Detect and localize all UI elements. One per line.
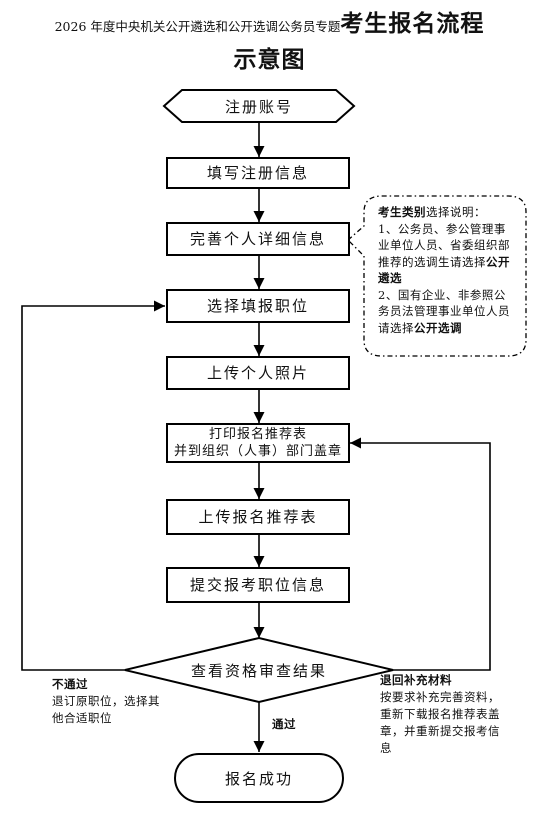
note-item1-bold: 公开遴选 <box>378 254 510 286</box>
step-choose-position: 选择填报职位 <box>166 289 350 323</box>
note-item2: 2、国有企业、非参照公务员法管理事业单位人员请选择 <box>378 287 510 335</box>
step-success: 报名成功 <box>224 769 293 788</box>
fail-text: 退订原职位，选择其他合适职位 <box>52 694 160 725</box>
arrow-fail-loop <box>21 300 165 671</box>
return-text: 按要求补充完善资料，重新下载报名推荐表盖章，并重新提交报考信息 <box>380 690 500 755</box>
step-upload-photo: 上传个人照片 <box>166 356 350 390</box>
page-title-line2: 示意图 <box>233 46 306 73</box>
arrow-return-loop <box>350 437 491 671</box>
success-terminal <box>174 753 344 803</box>
note-item1: 1、公务员、参公管理事业单位人员、省委组织部推荐的选调生请选择 <box>378 221 510 269</box>
note-callout <box>347 195 527 357</box>
fail-title: 不通过 <box>52 677 88 691</box>
note-head-bold: 考生类别 <box>378 205 426 219</box>
return-title: 退回补充材料 <box>380 673 452 687</box>
fail-branch-label: 不通过 退订原职位，选择其他合适职位 <box>52 676 170 727</box>
step-register: 注册账号 <box>224 97 293 116</box>
note-item2-bold: 公开选调 <box>414 320 462 335</box>
pass-label: 通过 <box>272 717 296 731</box>
step-print-form-line1: 打印报名推荐表 <box>208 427 307 442</box>
title-highlight: 考生报名流程 <box>340 10 485 37</box>
step-fill-info: 填写注册信息 <box>166 157 350 189</box>
category-note: 考生类别选择说明： 1、公务员、参公管理事业单位人员、省委组织部推荐的选调生请选… <box>378 204 516 336</box>
step-upload-form: 上传报名推荐表 <box>166 499 350 535</box>
note-head-rest: 选择说明： <box>426 205 486 219</box>
step-check-result: 查看资格审查结果 <box>190 661 327 680</box>
title-prefix: 2026 年度中央机关公开遴选和公开选调公务员专题 <box>54 19 341 34</box>
step-print-form: 打印报名推荐表 并到组织（人事）部门盖章 <box>166 423 350 463</box>
start-hexagon <box>162 89 356 123</box>
step-submit: 提交报考职位信息 <box>166 567 350 603</box>
step-print-form-line2: 并到组织（人事）部门盖章 <box>173 444 342 459</box>
page-title: 2026 年度中央机关公开遴选和公开选调公务员专题考生报名流程 <box>0 4 539 38</box>
step-complete-details: 完善个人详细信息 <box>166 222 350 256</box>
return-branch-label: 退回补充材料 按要求补充完善资料，重新下载报名推荐表盖章，并重新提交报考信息 <box>380 672 502 757</box>
